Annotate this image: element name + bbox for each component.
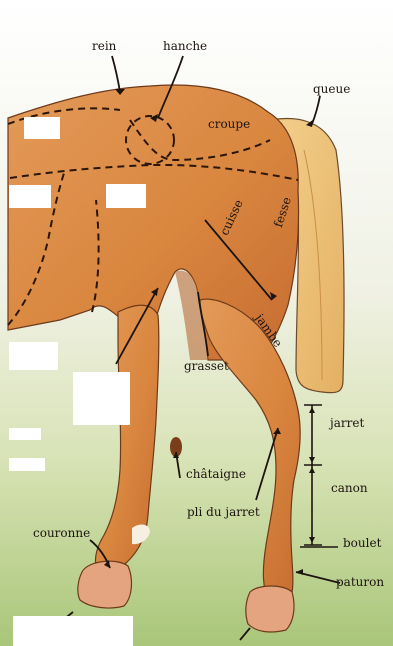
label-boulet: boulet — [343, 537, 381, 549]
label-chataigne: châtaigne — [186, 468, 246, 480]
blank-label-box — [9, 458, 45, 471]
blank-label-box — [13, 616, 133, 646]
label-hanche: hanche — [163, 40, 207, 52]
blank-label-box — [9, 185, 51, 208]
blank-label-box — [9, 342, 58, 370]
label-croupe: croupe — [208, 118, 250, 130]
label-grasset: grasset — [184, 360, 229, 372]
blank-label-box — [9, 428, 41, 440]
label-pli-du-jarret: pli du jarret — [187, 506, 260, 518]
blank-label-box — [106, 184, 146, 208]
front-hoof — [78, 561, 132, 608]
label-jarret: jarret — [330, 417, 364, 429]
blank-label-box — [73, 372, 130, 425]
label-rein: rein — [92, 40, 116, 52]
label-canon: canon — [331, 482, 368, 494]
hind-hoof — [246, 586, 294, 632]
label-queue: queue — [313, 83, 350, 95]
label-couronne: couronne — [33, 527, 90, 539]
label-paturon: paturon — [336, 576, 384, 588]
blank-label-box — [24, 117, 60, 139]
